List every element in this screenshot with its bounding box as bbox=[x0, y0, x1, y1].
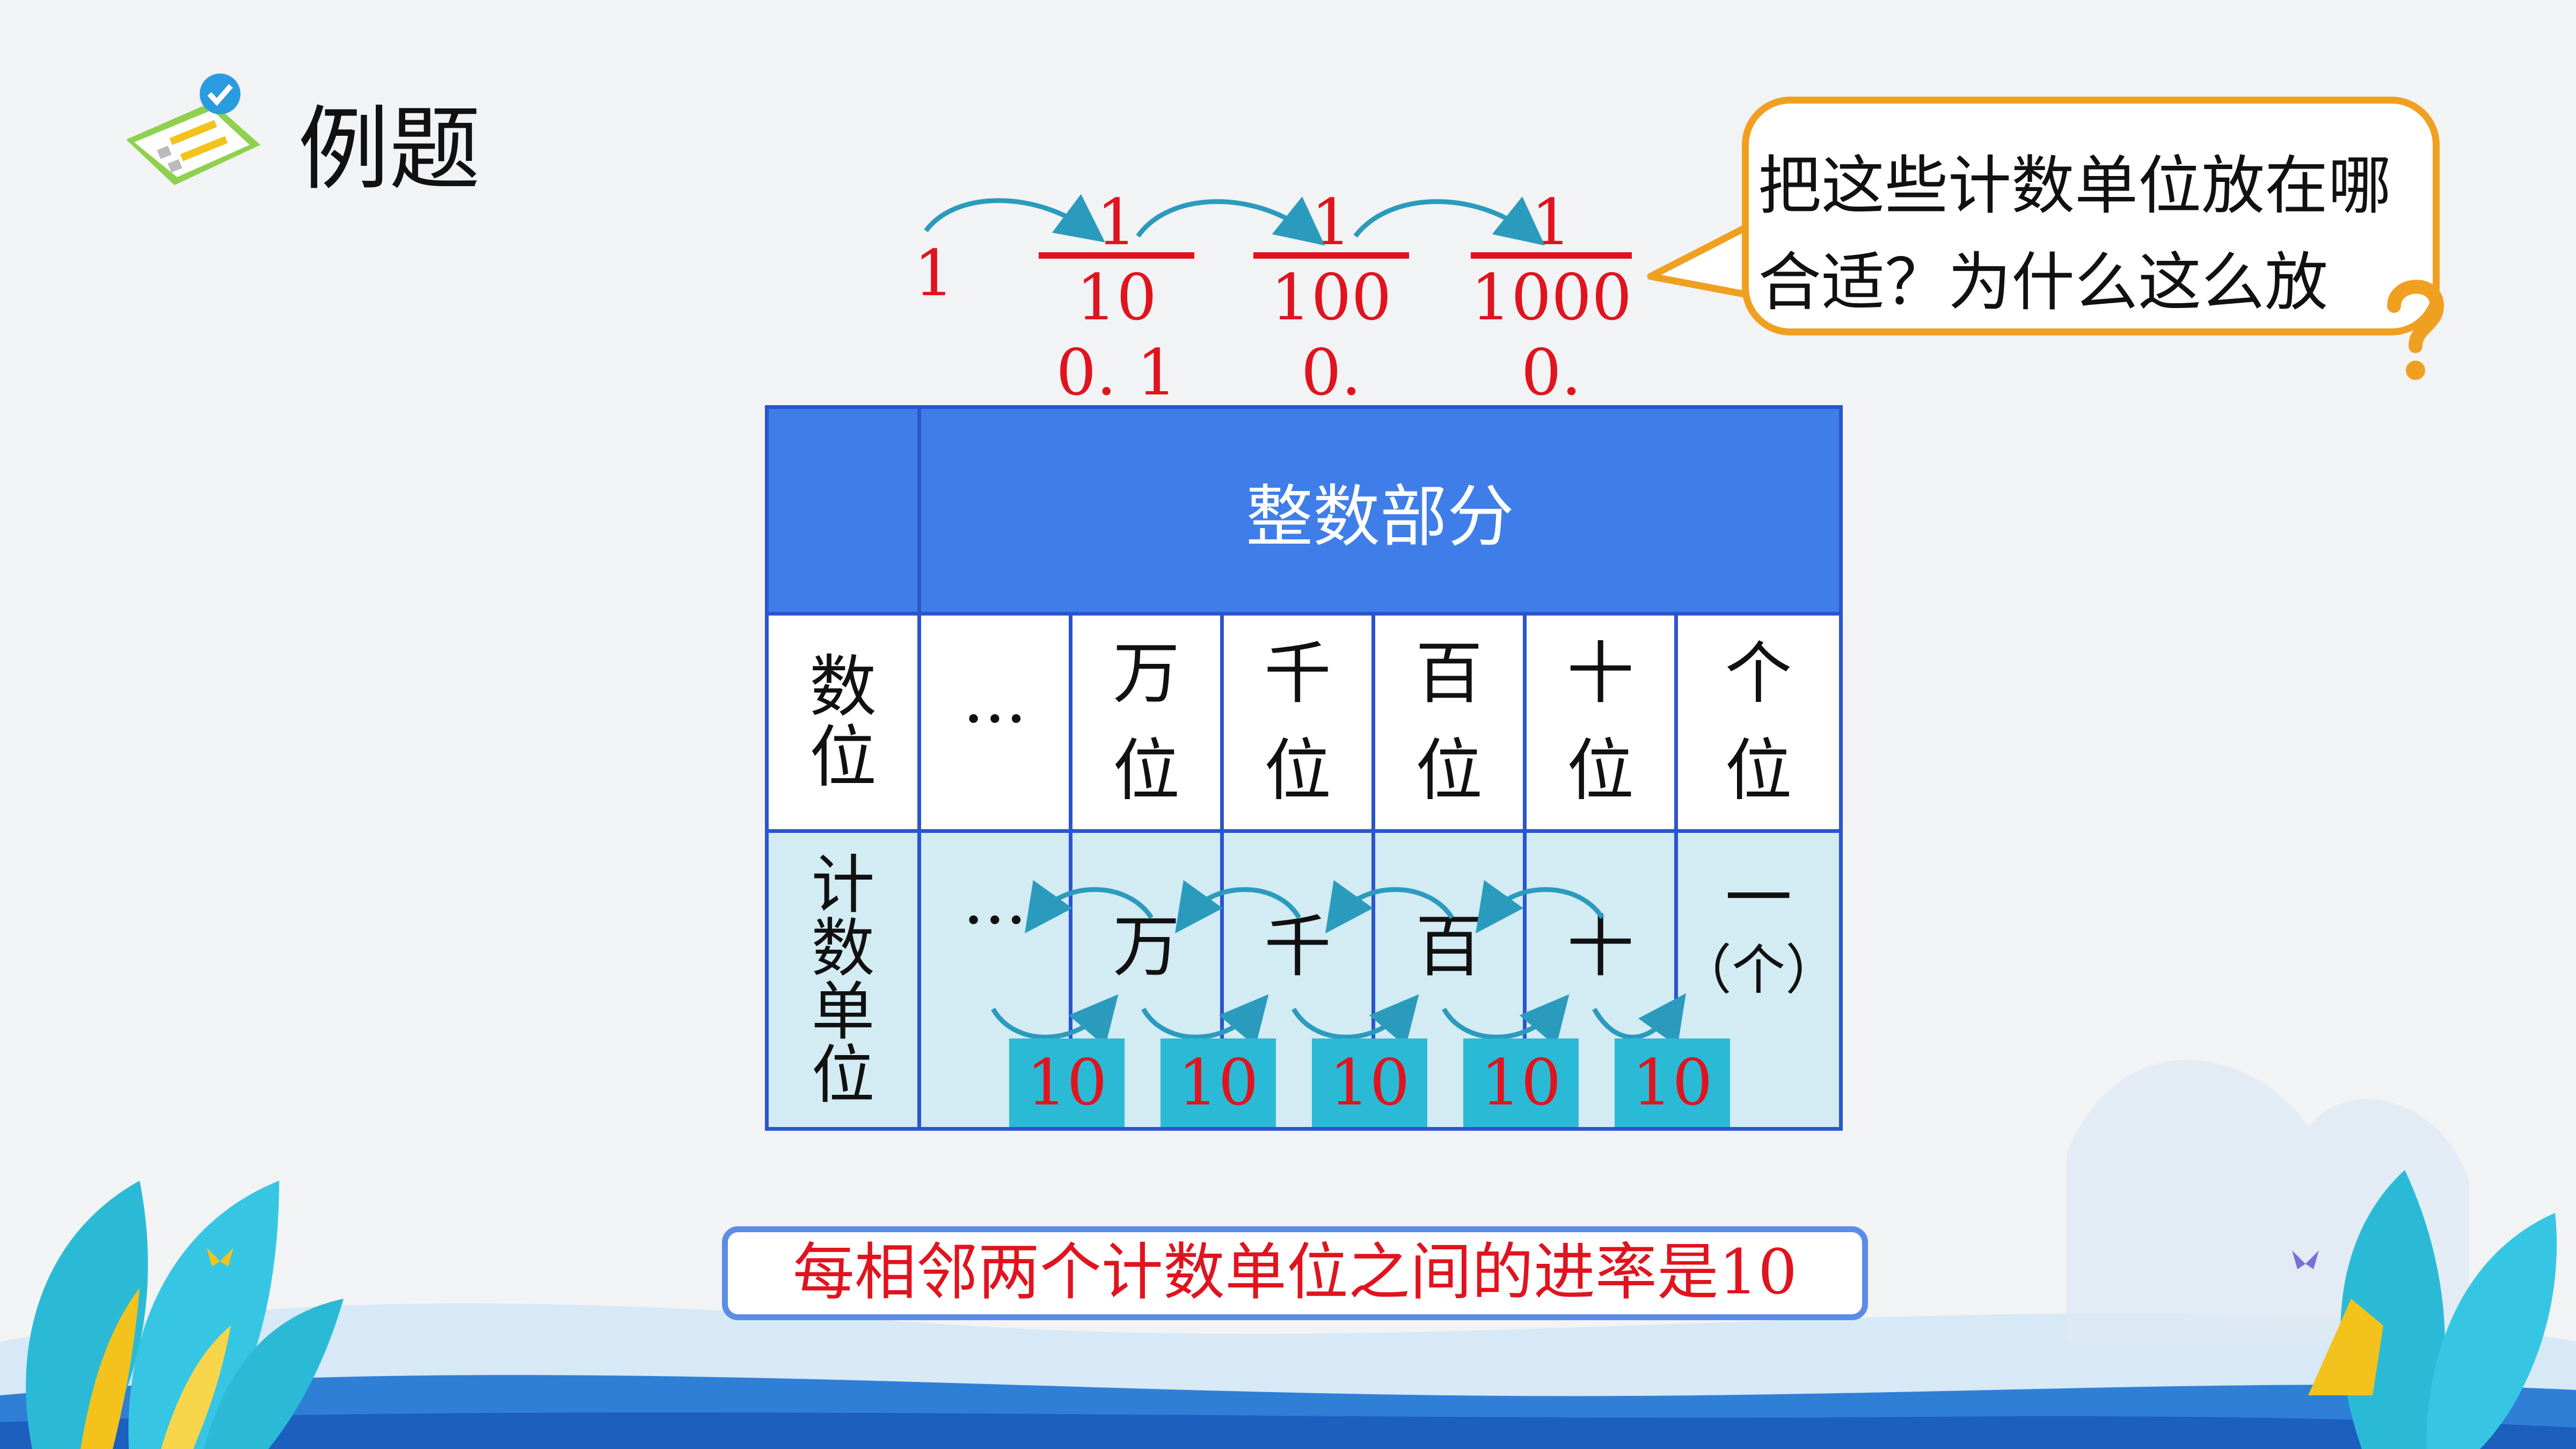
place-bai: 百位 bbox=[1371, 612, 1527, 833]
rate-box: 10 bbox=[1161, 1038, 1276, 1127]
unit-one: 1 bbox=[914, 236, 954, 310]
header-blank-cell bbox=[765, 405, 921, 616]
place-qian: 千位 bbox=[1220, 612, 1375, 833]
place-ellipsis: ··· bbox=[917, 612, 1072, 833]
summary-statement: 每相邻两个计数单位之间的进率是10 bbox=[722, 1226, 1868, 1320]
hundredth-fraction-bar bbox=[1253, 252, 1409, 259]
thousandth-denominator: 1000 bbox=[1471, 260, 1632, 334]
unit-ge: 一（个） bbox=[1674, 829, 1843, 1131]
rate-box: 10 bbox=[1615, 1038, 1730, 1127]
bubble-line-2: 合适？为什么这么放 bbox=[1758, 245, 2329, 319]
row-label-place: 数位 bbox=[765, 612, 921, 833]
butterfly-icon bbox=[2292, 1250, 2319, 1269]
integer-part-header: 整数部分 bbox=[917, 405, 1843, 616]
bubble-tail bbox=[1647, 220, 1755, 306]
page-title: 例题 bbox=[298, 97, 481, 203]
leaf-right-icon bbox=[2308, 1170, 2557, 1449]
checklist-icon bbox=[126, 74, 260, 185]
thousandth-fraction-bar bbox=[1471, 252, 1632, 259]
place-ge: 个位 bbox=[1674, 612, 1843, 833]
tenth-decimal: 0. 1 bbox=[1056, 335, 1177, 409]
row-label-unit: 计数单位 bbox=[765, 829, 921, 1131]
question-mark-icon bbox=[2387, 280, 2444, 380]
bubble-line-1: 把这些计数单位放在哪 bbox=[1758, 149, 2392, 223]
table-arrows bbox=[991, 880, 1686, 1041]
tenth-fraction-bar bbox=[1039, 252, 1194, 259]
rate-box: 10 bbox=[1009, 1038, 1125, 1127]
speech-bubble bbox=[1742, 97, 2440, 335]
place-wan: 万位 bbox=[1069, 612, 1224, 833]
hundredth-denominator: 100 bbox=[1271, 260, 1392, 334]
tenth-denominator: 10 bbox=[1076, 260, 1157, 334]
rate-box: 10 bbox=[1463, 1038, 1579, 1127]
leaf-left-icon bbox=[26, 1181, 344, 1449]
top-arrows bbox=[924, 194, 1545, 246]
rate-box: 10 bbox=[1312, 1038, 1427, 1127]
butterfly-icon bbox=[207, 1248, 233, 1267]
place-shi: 十位 bbox=[1523, 612, 1678, 833]
